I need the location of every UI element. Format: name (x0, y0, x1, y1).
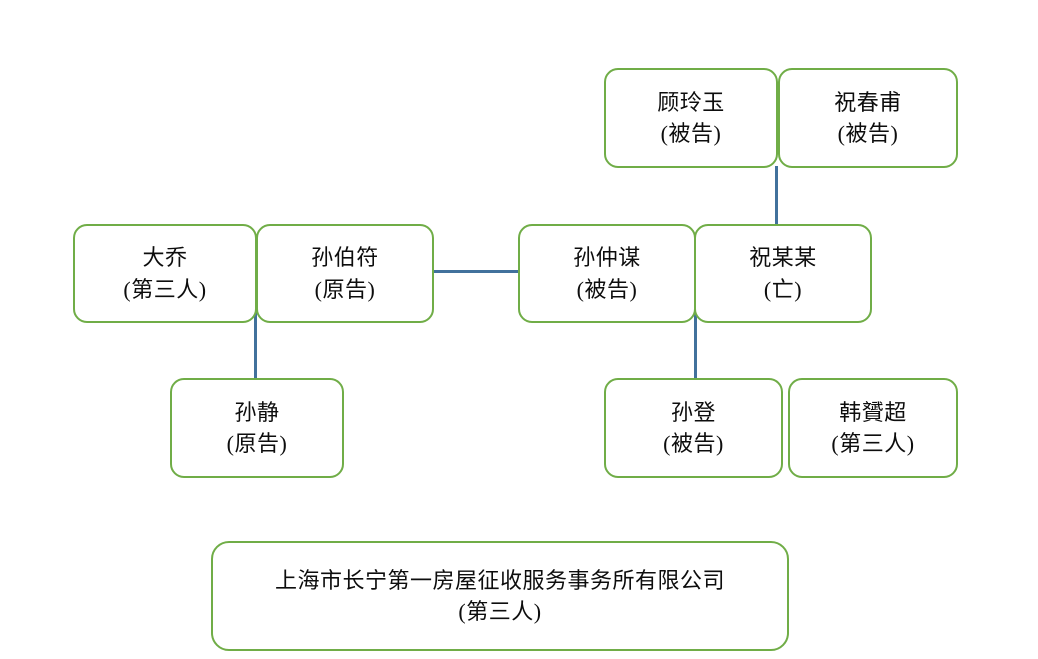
node-name: 孙静 (234, 399, 280, 425)
node-role: (被告) (663, 431, 724, 456)
node-name: 孙登 (670, 399, 716, 425)
node-name: 顾玲玉 (657, 89, 725, 115)
node-role: (被告) (660, 121, 722, 146)
node-role: (被告) (576, 276, 638, 302)
node-role: (亡) (763, 276, 803, 302)
node-role: (第三人) (831, 431, 915, 456)
node-role: (第三人) (458, 599, 542, 624)
node-name: 上海市长宁第一房屋征收服务事务所有限公司 (274, 567, 725, 593)
connector-da-qiao-sun-bofu-to-sun-jing (254, 276, 257, 380)
node-sun-bofu[interactable]: 孙伯符 (原告) (256, 224, 434, 323)
node-role: (原告) (314, 276, 376, 302)
node-sun-deng[interactable]: 孙登 (被告) (604, 378, 783, 478)
node-gu-lingyu[interactable]: 顾玲玉 (被告) (604, 68, 778, 168)
node-role: (被告) (837, 121, 899, 146)
node-sun-jing[interactable]: 孙静 (原告) (170, 378, 344, 478)
node-sun-zhongmou[interactable]: 孙仲谋 (被告) (518, 224, 696, 323)
node-zhu-chunfu[interactable]: 祝春甫 (被告) (778, 68, 958, 168)
node-name: 祝某某 (749, 245, 817, 271)
node-zhu-moumou[interactable]: 祝某某 (亡) (694, 224, 872, 323)
node-name: 韩贇超 (839, 399, 907, 425)
node-han-yunchao[interactable]: 韩贇超 (第三人) (788, 378, 958, 478)
node-changning-company[interactable]: 上海市长宁第一房屋征收服务事务所有限公司 (第三人) (211, 541, 789, 651)
node-name: 孙仲谋 (573, 245, 641, 271)
node-role: (原告) (226, 431, 288, 456)
connector-sun-zhongmou-zhu-moumou-to-sun-deng (694, 276, 697, 380)
node-da-qiao[interactable]: 大乔 (第三人) (73, 224, 257, 323)
connector-top-row-to-zhu-moumou (775, 166, 778, 226)
node-role: (第三人) (123, 276, 207, 302)
connector-sun-bofu-to-sun-zhongmou (432, 270, 520, 273)
node-name: 孙伯符 (311, 245, 379, 271)
node-name: 祝春甫 (834, 89, 902, 115)
node-name: 大乔 (142, 245, 188, 271)
